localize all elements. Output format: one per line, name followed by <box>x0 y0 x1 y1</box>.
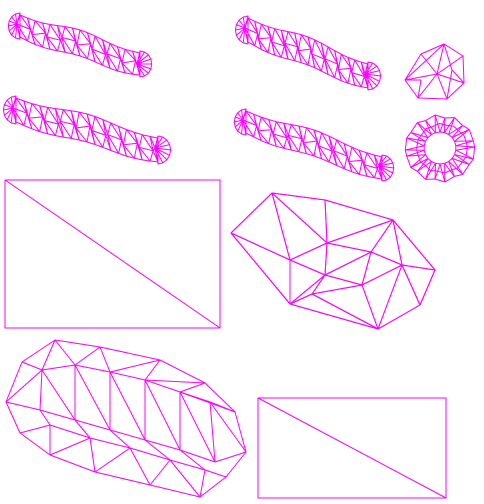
large-oval-mesh <box>5 339 247 498</box>
elongated-blob-mesh-1 <box>7 12 153 78</box>
rectangle-with-diagonal-2 <box>257 397 447 499</box>
elongated-blob-mesh-4 <box>233 108 395 182</box>
small-rounded-mesh <box>404 43 465 100</box>
ring-mesh <box>404 114 476 183</box>
elongated-blob-mesh-2 <box>234 15 382 91</box>
hexagonal-coarse-mesh <box>230 192 436 330</box>
rectangle-with-diagonal-1 <box>4 179 221 329</box>
shape-layer <box>2 12 476 499</box>
elongated-blob-mesh-3 <box>2 95 172 165</box>
